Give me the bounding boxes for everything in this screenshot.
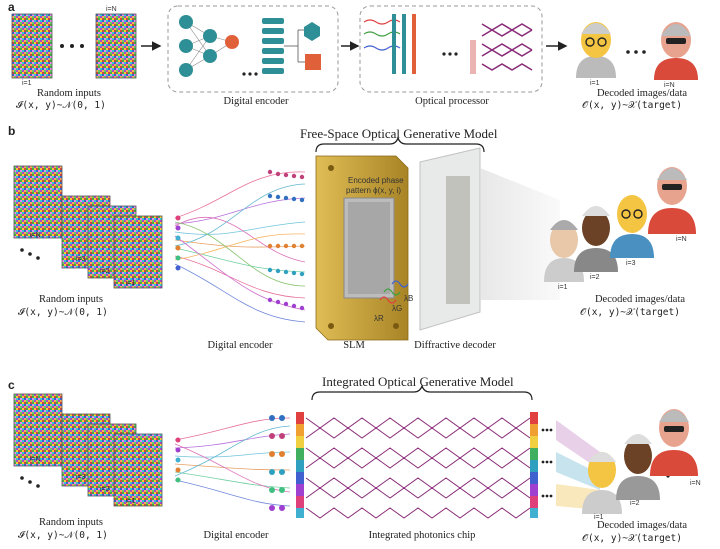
- row-a-output-dist: 𝒪(x, y)~𝒳(target): [582, 100, 682, 111]
- row-b-phase-symbol: pattern ϕ(x, y, i): [346, 186, 402, 195]
- row-b-title: Free-Space Optical Generative Model: [300, 126, 498, 141]
- row-a-face-first: [576, 22, 616, 78]
- row-b-lambda-g: λG: [392, 304, 403, 313]
- row-c-decoded: Decoded images/data: [596, 520, 688, 531]
- row-b-face-label-3: i=3: [626, 260, 636, 267]
- row-b-encoder-nodes: [175, 169, 305, 311]
- row-b-face-3: [610, 195, 654, 258]
- row-b-stack-ellipsis: [20, 248, 40, 260]
- row-b-input-dist: 𝓘(x, y)~𝒩(0, 1): [18, 307, 108, 318]
- row-b-face-N: [648, 167, 696, 234]
- row-c-output-dots: [541, 428, 553, 498]
- row-b-lambda-b: λB: [404, 294, 414, 303]
- row-b-noise-stack-back: [13, 165, 63, 239]
- row-c-title-bracket: [311, 384, 533, 401]
- row-a-face-last: [654, 22, 698, 80]
- row-a-decoded: Decoded images/data: [596, 88, 688, 99]
- row-b-decoded: Decoded images/data: [594, 294, 686, 305]
- panel-label-b: b: [8, 124, 16, 138]
- row-c-stack-label-1: i=1: [126, 498, 136, 505]
- row-c-encoder-fan: [174, 417, 291, 507]
- row-c-title: Integrated Optical Generative Model: [322, 374, 514, 389]
- row-b-stack-label-2: i=2: [100, 268, 110, 275]
- row-c-noise-back: [13, 393, 63, 467]
- row-b-title-bracket: [315, 136, 485, 153]
- row-c-chip-label: Integrated photonics chip: [368, 530, 476, 541]
- row-a-out-last: i=N: [664, 82, 675, 89]
- row-a-index-first: i=N: [106, 6, 117, 13]
- row-b-encoded-phase: Encoded phase: [348, 176, 404, 185]
- panel-label-a: a: [8, 0, 15, 14]
- row-c-stack-label-3: i=3: [76, 474, 86, 481]
- row-c-face-1: [582, 452, 622, 514]
- row-b-random-inputs: Random inputs: [39, 294, 103, 305]
- row-a-digital-encoder-label: Digital encoder: [223, 96, 289, 107]
- row-b-stack-label-1: i=1: [126, 280, 136, 287]
- row-b-digital-encoder-label: Digital encoder: [207, 340, 273, 351]
- row-c-face-label-N: i=N: [690, 480, 701, 487]
- panel-label-c: c: [8, 378, 15, 392]
- row-b-face-label-2: i=2: [590, 274, 600, 281]
- row-a-index-last: i=1: [22, 80, 32, 87]
- row-b-slm-label: SLM: [343, 340, 365, 351]
- row-c-input-dist: 𝓘(x, y)~𝒩(0, 1): [18, 530, 108, 541]
- row-b-face-1: [544, 220, 584, 282]
- row-a-input-dist: 𝓘(x, y)~𝒩(0, 1): [16, 100, 106, 111]
- row-b-slm: [315, 155, 409, 341]
- row-a-input-noise-first: [11, 13, 53, 79]
- row-a-random-inputs: Random inputs: [37, 88, 101, 99]
- row-a-optical-processor-label: Optical processor: [415, 96, 489, 107]
- row-a-input-noise-last: [95, 13, 137, 79]
- row-b-face-2: [574, 206, 618, 272]
- row-b-diffractive-decoder: [419, 147, 481, 331]
- row-a-optical-processor-box: [359, 5, 543, 93]
- row-b-diffractive-decoder-label: Diffractive decoder: [414, 340, 496, 351]
- row-c-output-dist: 𝒪(x, y)~𝒳(target): [582, 533, 682, 544]
- row-a-encoder-box: [167, 5, 339, 93]
- row-c-chip-output-bar: [530, 412, 538, 518]
- row-b-output-dist: 𝒪(x, y)~𝒳(target): [580, 307, 680, 318]
- row-a-out-first: i=1: [590, 80, 600, 87]
- row-c-stack-label-2: i=2: [100, 486, 110, 493]
- row-c-face-label-1: i=1: [594, 514, 604, 521]
- row-a-ellipsis: [60, 44, 84, 48]
- row-b-stack-label-N: i=N: [30, 232, 41, 239]
- row-c-noise-1: [113, 433, 163, 507]
- row-c-encoder-nodes: [175, 415, 285, 511]
- row-c-face-2: [616, 434, 660, 500]
- row-b-face-label-N: i=N: [676, 236, 687, 243]
- row-c-random-inputs: Random inputs: [39, 517, 103, 528]
- row-c-stack-ellipsis: [20, 476, 40, 488]
- row-c-face-N: [650, 409, 698, 476]
- row-b-light-beam: [480, 168, 560, 300]
- row-c-stack-label-N: i=N: [30, 456, 41, 463]
- row-c-chip-input-bar: [296, 412, 304, 518]
- row-c-digital-encoder-label: Digital encoder: [203, 530, 269, 541]
- row-c-face-label-2: i=2: [630, 500, 640, 507]
- row-b-lambda-r: λR: [374, 314, 384, 323]
- row-b-stack-label-3: i=3: [76, 256, 86, 263]
- row-c-photonic-chip: [296, 412, 538, 519]
- row-b-face-label-1: i=1: [558, 284, 568, 291]
- row-a-ellipsis-out: [626, 50, 646, 54]
- row-b-noise-1: [113, 215, 163, 289]
